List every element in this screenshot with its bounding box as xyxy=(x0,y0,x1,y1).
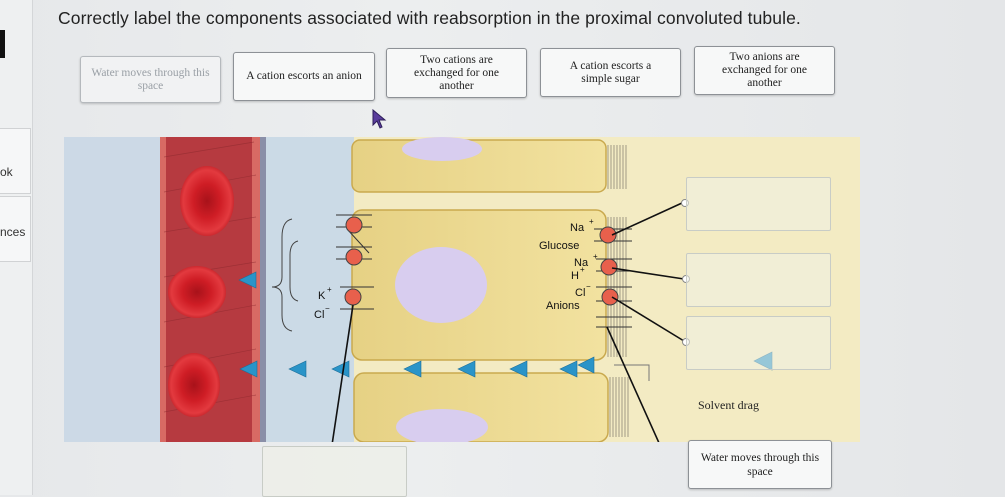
ion-charge: + xyxy=(327,285,332,294)
mouse-cursor-icon xyxy=(372,109,387,129)
sidebar-tab-book-label: ok xyxy=(0,165,13,179)
choice-two-anions-exchanged[interactable]: Two anions are exchanged for one another xyxy=(694,46,835,95)
ion-label-cl: Cl xyxy=(314,309,324,321)
sidebar-marker xyxy=(0,30,5,58)
choice-two-cations-exchanged-label: Two cations are exchanged for one anothe… xyxy=(414,53,499,92)
choice-cation-escorts-anion[interactable]: A cation escorts an anion xyxy=(233,52,375,101)
transporter-marker xyxy=(599,226,617,244)
transporter-marker xyxy=(600,258,618,276)
arrow-left-icon xyxy=(403,360,422,378)
choice-cation-escorts-sugar-label: A cation escorts a simple sugar xyxy=(569,59,652,85)
arrow-left-icon xyxy=(457,360,476,378)
dropzone-label-3[interactable] xyxy=(686,316,831,370)
transporter-marker xyxy=(345,248,363,266)
arrow-left-icon xyxy=(577,356,595,374)
sidebar-tab-book[interactable]: ok xyxy=(0,128,31,194)
ion-charge: + xyxy=(580,265,585,274)
transporter-marker xyxy=(344,288,362,306)
left-sidebar: ok nces xyxy=(0,0,33,495)
solvent-drag-label: Solvent drag xyxy=(698,398,759,412)
choice-water-moves[interactable]: Water moves through this space xyxy=(80,56,221,103)
arrow-left-icon xyxy=(559,360,578,378)
ion-charge: − xyxy=(586,282,591,291)
ion-label-na: Na xyxy=(574,257,589,269)
red-blood-cell-icon xyxy=(180,166,234,236)
placed-label-water-moves[interactable]: Water moves through this space xyxy=(688,440,832,489)
dropzone-label-1[interactable] xyxy=(686,177,831,231)
choice-water-moves-label: Water moves through this space xyxy=(91,66,210,92)
arrow-left-icon xyxy=(238,271,257,289)
transporter-marker xyxy=(601,288,619,306)
sidebar-tab-references[interactable]: nces xyxy=(0,196,31,262)
choice-two-cations-exchanged[interactable]: Two cations are exchanged for one anothe… xyxy=(386,48,527,98)
pct-diagram: Na + Glucose Na + H + Cl − Anions K + Cl… xyxy=(64,137,860,442)
ion-label-anions: Anions xyxy=(546,300,580,312)
ion-charge: + xyxy=(589,217,594,226)
question-text: Correctly label the components associate… xyxy=(58,8,801,28)
arrow-left-icon xyxy=(509,360,528,378)
arrow-left-icon xyxy=(288,360,307,378)
red-blood-cell-icon xyxy=(168,353,220,417)
transporter-marker xyxy=(345,216,363,234)
ion-label-h: H xyxy=(571,270,579,282)
dropzone-label-2[interactable] xyxy=(686,253,831,307)
ion-charge: − xyxy=(325,304,330,313)
choice-cation-escorts-sugar[interactable]: A cation escorts a simple sugar xyxy=(540,48,681,97)
ion-label-na: Na xyxy=(570,222,585,234)
arrow-left-icon xyxy=(239,360,258,378)
choice-cation-escorts-anion-label: A cation escorts an anion xyxy=(246,70,362,82)
choice-two-anions-exchanged-label: Two anions are exchanged for one another xyxy=(722,51,807,89)
cell-nucleus xyxy=(395,247,487,323)
dropzone-label-4[interactable] xyxy=(262,446,407,497)
red-blood-cell-icon xyxy=(168,266,226,318)
ion-charge: + xyxy=(593,252,598,261)
placed-label-water-moves-text: Water moves through this space xyxy=(700,451,820,478)
ion-label-glucose: Glucose xyxy=(539,240,579,252)
ion-label-cl: Cl xyxy=(575,287,585,299)
sidebar-tab-references-label: nces xyxy=(0,225,26,239)
ion-label-k: K xyxy=(318,290,326,302)
